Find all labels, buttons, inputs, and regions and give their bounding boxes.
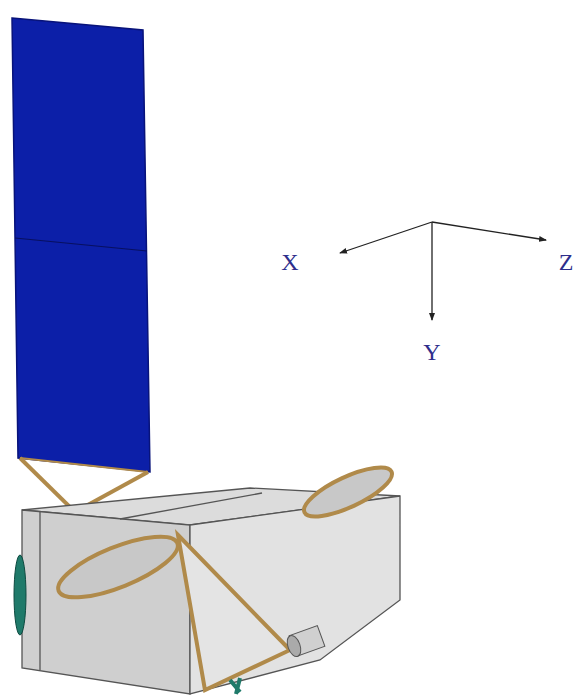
satellite-body: [22, 488, 400, 694]
truss: [178, 535, 290, 690]
axis-label: X: [281, 250, 298, 274]
axis-label: Z: [559, 250, 574, 274]
axis-label: Y: [423, 340, 440, 364]
axis-triad: [340, 222, 546, 320]
antenna-dish: [51, 458, 398, 609]
solar-panel: [12, 18, 150, 472]
thruster: [285, 626, 325, 659]
